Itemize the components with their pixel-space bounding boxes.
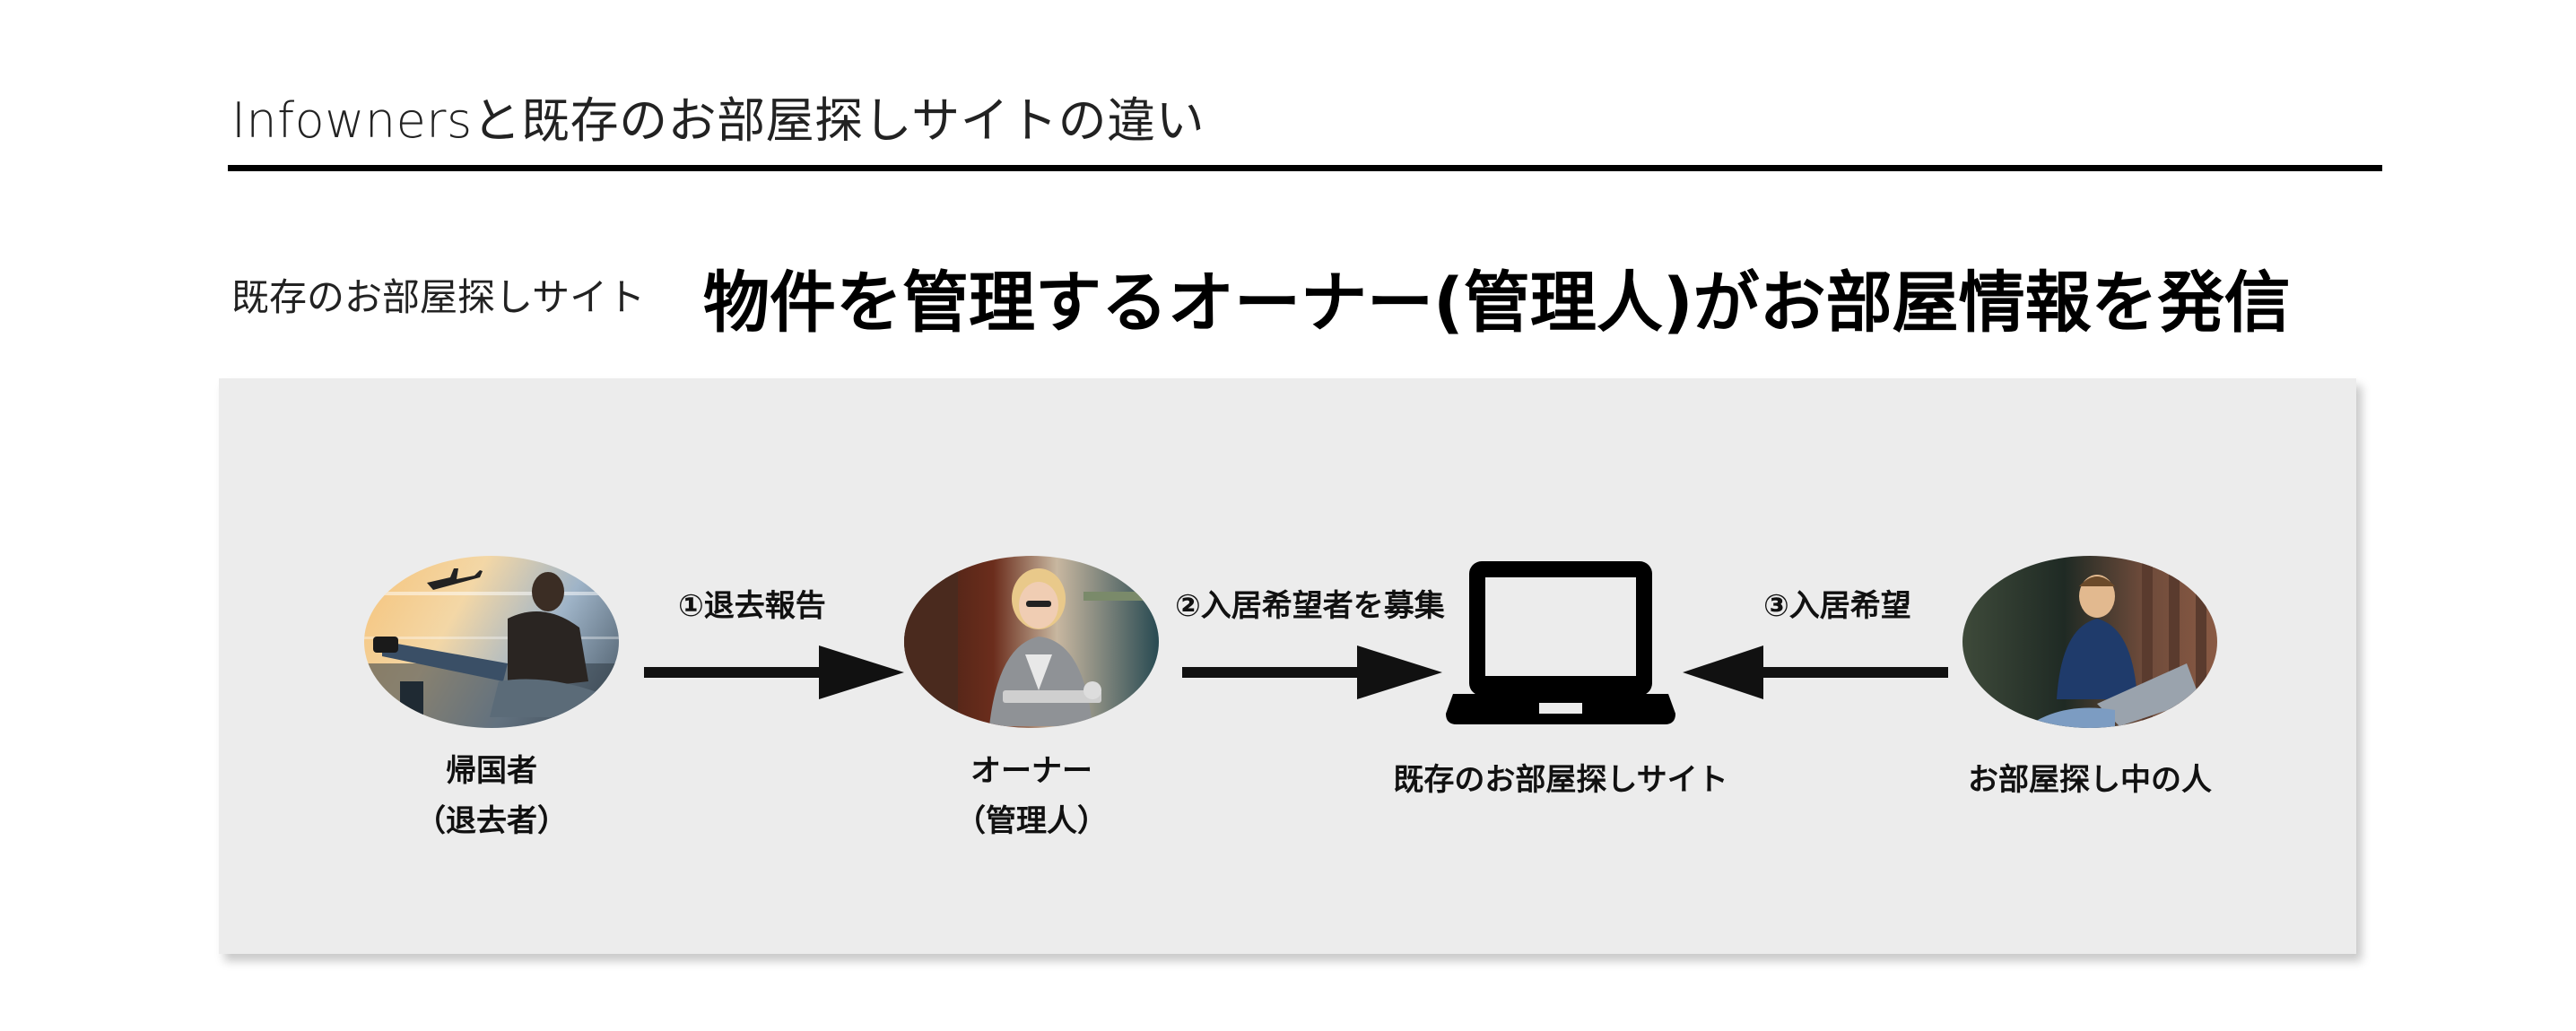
edge-label-2: ②入居希望者を募集 — [1175, 588, 1445, 624]
seeker-photo — [1962, 556, 2217, 728]
returnee-label: 帰国者 — [446, 753, 537, 789]
seeker-label: お部屋探し中の人 — [1968, 762, 2212, 798]
section-label: 既存のお部屋探しサイト — [231, 275, 646, 319]
edge-label-3: ③入居希望 — [1763, 588, 1911, 624]
owner-label: オーナー — [970, 753, 1092, 789]
laptop-icon — [1446, 561, 1675, 724]
headline: 物件を管理するオーナー(管理人)がお部屋情報を発信 — [703, 264, 2291, 342]
traveler-photo — [364, 556, 619, 728]
traveler-illustration — [364, 568, 619, 728]
owner-sublabel: （管理人） — [955, 803, 1108, 839]
owner-illustration — [904, 556, 1159, 728]
title-divider — [228, 165, 2382, 171]
owner-photo — [904, 556, 1159, 728]
seeker-illustration — [2025, 556, 2206, 728]
site-label: 既存のお部屋探しサイト — [1393, 762, 1728, 798]
arrow-1 — [644, 645, 904, 699]
arrow-3 — [1683, 645, 1948, 699]
page-title: Infownersと既存のお部屋探しサイトの違い — [231, 92, 1205, 149]
arrow-2 — [1182, 645, 1442, 699]
returnee-sublabel: （退去者） — [415, 803, 568, 839]
edge-label-1: ①退去報告 — [678, 588, 826, 624]
